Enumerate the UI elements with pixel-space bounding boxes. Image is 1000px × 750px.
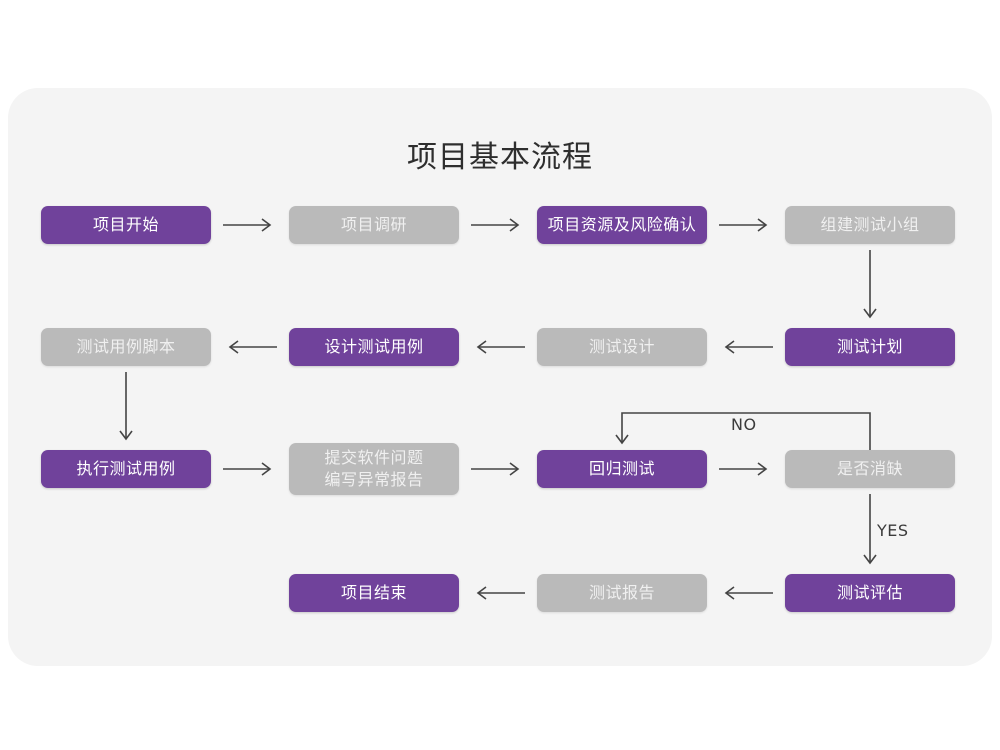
flowchart-card [8, 88, 992, 666]
node-project-end[interactable]: 项目结束 [289, 574, 459, 612]
node-execute-testcase[interactable]: 执行测试用例 [41, 450, 211, 488]
node-submit-defect[interactable]: 提交软件问题 编写异常报告 [289, 443, 459, 495]
node-defect-cleared[interactable]: 是否消缺 [785, 450, 955, 488]
edge-label-no: NO [731, 415, 757, 434]
node-test-design[interactable]: 测试设计 [537, 328, 707, 366]
node-design-testcase[interactable]: 设计测试用例 [289, 328, 459, 366]
node-test-evaluation[interactable]: 测试评估 [785, 574, 955, 612]
node-test-plan[interactable]: 测试计划 [785, 328, 955, 366]
node-test-report[interactable]: 测试报告 [537, 574, 707, 612]
edge-label-yes: YES [877, 521, 909, 540]
node-resource-risk[interactable]: 项目资源及风险确认 [537, 206, 707, 244]
node-build-test-team[interactable]: 组建测试小组 [785, 206, 955, 244]
node-project-research[interactable]: 项目调研 [289, 206, 459, 244]
node-project-start[interactable]: 项目开始 [41, 206, 211, 244]
node-testcase-script[interactable]: 测试用例脚本 [41, 328, 211, 366]
node-regression-test[interactable]: 回归测试 [537, 450, 707, 488]
page-title: 项目基本流程 [407, 140, 593, 175]
